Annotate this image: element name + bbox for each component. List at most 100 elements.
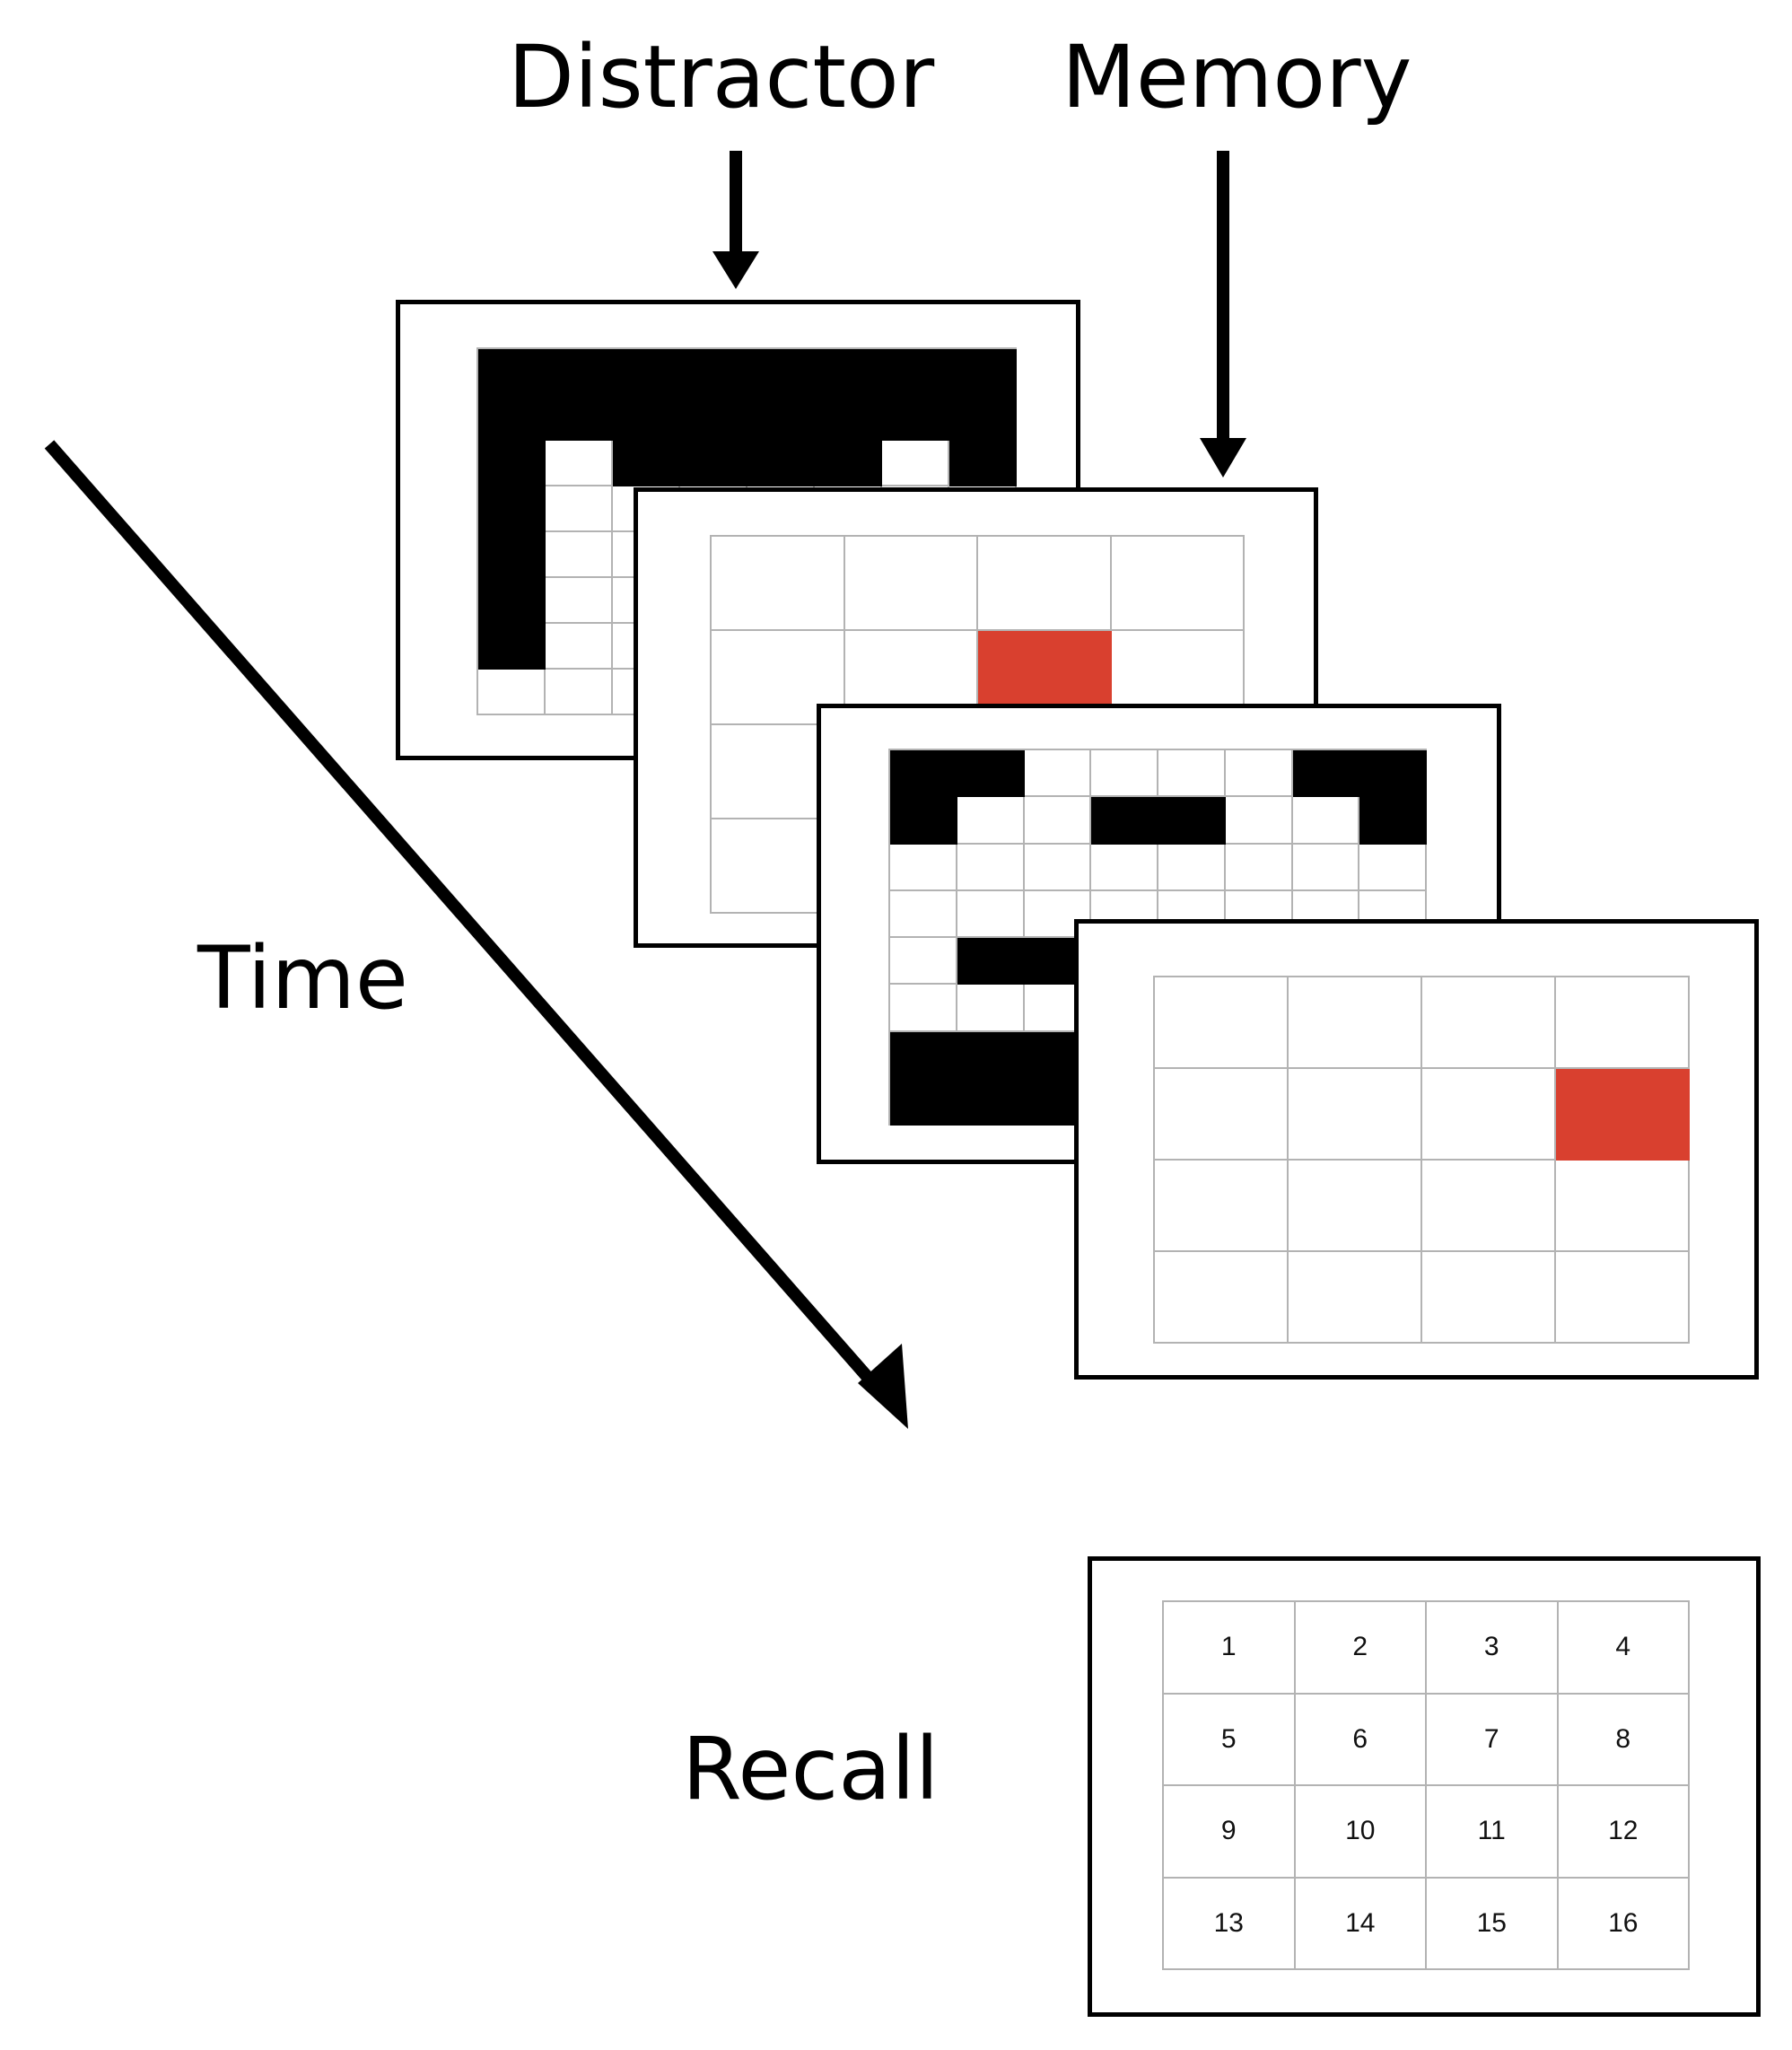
grid-cell — [546, 532, 613, 578]
recall-cell: 3 — [1427, 1602, 1559, 1695]
grid-cell — [1359, 844, 1427, 891]
recall-cell: 12 — [1558, 1786, 1690, 1879]
grid-cell — [1158, 750, 1226, 798]
filled-cell — [546, 349, 613, 395]
filled-cell — [613, 441, 680, 486]
filled-cell — [890, 1031, 957, 1079]
filled-cell — [957, 1031, 1025, 1079]
grid-cell — [1422, 1069, 1556, 1161]
grid-cell — [1225, 750, 1293, 798]
filled-cell — [949, 349, 1017, 395]
distractor-arrow-head — [712, 251, 759, 289]
recall-cell: 16 — [1558, 1878, 1690, 1970]
grid-cell — [890, 985, 957, 1032]
distractor-label: Distractor — [508, 27, 935, 127]
grid-cell — [957, 890, 1025, 938]
grid-cell — [1155, 1252, 1289, 1344]
filled-cell — [882, 395, 949, 441]
grid-cell — [546, 486, 613, 532]
grid-cell — [1225, 844, 1293, 891]
filled-cell — [815, 441, 882, 486]
filled-cell — [1292, 750, 1360, 798]
grid-cell — [978, 537, 1112, 631]
time-arrow-head — [858, 1344, 908, 1429]
filled-cell — [478, 624, 546, 670]
grid-cell — [1091, 844, 1158, 891]
memory-grid-2 — [1153, 976, 1690, 1344]
time-label: Time — [197, 928, 408, 1029]
grid-cell — [1289, 1252, 1422, 1344]
grid-cell — [1292, 844, 1360, 891]
recall-cell: 9 — [1164, 1786, 1296, 1879]
filled-cell — [1091, 797, 1158, 845]
grid-cell — [1024, 750, 1092, 798]
recall-cell: 6 — [1295, 1694, 1427, 1786]
grid-cell — [1422, 1252, 1556, 1344]
filled-cell — [478, 486, 546, 532]
grid-cell — [882, 441, 949, 486]
filled-cell — [957, 1078, 1025, 1126]
grid-cell — [957, 844, 1025, 891]
grid-cell — [1024, 890, 1092, 938]
filled-cell — [680, 441, 747, 486]
grid-cell — [546, 624, 613, 670]
filled-cell — [1359, 750, 1427, 798]
grid-cell — [1024, 797, 1092, 845]
filled-cell — [613, 395, 680, 441]
grid-cell — [1155, 1069, 1289, 1161]
grid-cell — [957, 797, 1025, 845]
filled-cell — [546, 395, 613, 441]
filled-cell — [882, 349, 949, 395]
grid-cell — [712, 537, 845, 631]
grid-cell — [844, 537, 978, 631]
filled-cell — [890, 797, 957, 845]
memory-arrow-head — [1200, 438, 1246, 477]
filled-cell — [680, 395, 747, 441]
recall-cell: 5 — [1164, 1694, 1296, 1786]
filled-cell — [890, 750, 957, 798]
recall-cell: 14 — [1295, 1878, 1427, 1970]
recall-cell: 7 — [1427, 1694, 1559, 1786]
filled-cell — [613, 349, 680, 395]
grid-cell — [1422, 977, 1556, 1069]
grid-cell — [1422, 1161, 1556, 1252]
filled-cell — [1158, 797, 1226, 845]
filled-cell — [957, 938, 1025, 986]
memory-label: Memory — [1062, 27, 1412, 127]
grid-cell — [1024, 844, 1092, 891]
recall-cell: 2 — [1295, 1602, 1427, 1695]
filled-cell — [957, 750, 1025, 798]
filled-cell — [747, 349, 815, 395]
target-cell — [1556, 1069, 1690, 1161]
grid-cell — [1289, 1161, 1422, 1252]
grid-cell — [890, 890, 957, 938]
grid-cell — [1556, 1252, 1690, 1344]
recall-cell: 11 — [1427, 1786, 1559, 1879]
filled-cell — [815, 395, 882, 441]
filled-cell — [949, 441, 1017, 486]
grid-cell — [1155, 977, 1289, 1069]
grid-cell — [1225, 797, 1293, 845]
memory-screen-2 — [1074, 919, 1759, 1380]
recall-cell: 8 — [1558, 1694, 1690, 1786]
grid-cell — [478, 670, 546, 715]
filled-cell — [747, 395, 815, 441]
grid-cell — [1111, 537, 1245, 631]
filled-cell — [747, 441, 815, 486]
grid-cell — [957, 985, 1025, 1032]
grid-cell — [546, 441, 613, 486]
grid-cell — [1556, 1161, 1690, 1252]
filled-cell — [949, 395, 1017, 441]
filled-cell — [478, 395, 546, 441]
grid-cell — [1292, 797, 1360, 845]
grid-cell — [890, 938, 957, 986]
filled-cell — [478, 349, 546, 395]
filled-cell — [815, 349, 882, 395]
grid-cell — [1091, 750, 1158, 798]
filled-cell — [680, 349, 747, 395]
recall-cell: 4 — [1558, 1602, 1690, 1695]
grid-cell — [546, 578, 613, 624]
